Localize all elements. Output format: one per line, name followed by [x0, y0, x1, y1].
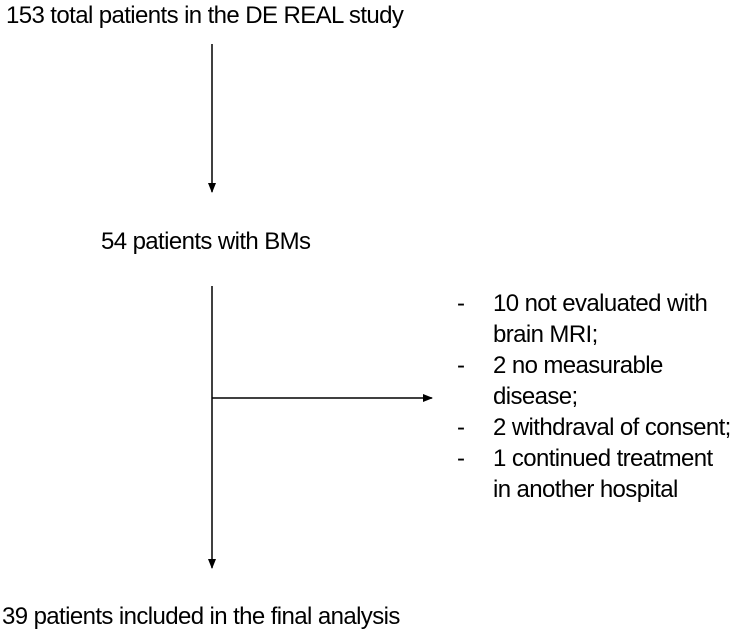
exclusion-item-no-measurable-disease: - 2 no measurable disease;	[455, 350, 750, 412]
bullet-dash: -	[457, 445, 465, 472]
bullet-dash: -	[457, 290, 465, 317]
exclusion-text-line1: 2 withdraval of consent;	[493, 414, 731, 441]
exclusion-list: - 10 not evaluated with brain MRI; - 2 n…	[455, 288, 750, 505]
exclusion-item-other-hospital: - 1 continued treatment in another hospi…	[455, 443, 750, 505]
total-patients-box: 153 total patients in the DE REAL study	[6, 2, 404, 30]
exclusion-text-line2: in another hospital	[493, 476, 678, 503]
patients-with-bms-box: 54 patients with BMs	[101, 228, 311, 256]
exclusion-item-no-mri: - 10 not evaluated with brain MRI;	[455, 288, 750, 350]
exclusion-item-withdrawal: - 2 withdraval of consent;	[455, 412, 750, 443]
exclusion-text-line2: disease;	[493, 383, 578, 410]
bullet-dash: -	[457, 414, 465, 441]
exclusion-text-line1: 10 not evaluated with	[493, 290, 708, 317]
exclusion-text-line1: 2 no measurable	[493, 352, 663, 379]
exclusion-text-line2: brain MRI;	[493, 321, 598, 348]
total-patients-text: 153 total patients in the DE REAL study	[6, 2, 404, 29]
exclusion-text-line1: 1 continued treatment	[493, 445, 713, 472]
final-analysis-box: 39 patients included in the final analys…	[2, 603, 400, 631]
bullet-dash: -	[457, 352, 465, 379]
patients-with-bms-text: 54 patients with BMs	[101, 228, 311, 255]
final-analysis-text: 39 patients included in the final analys…	[2, 603, 400, 630]
